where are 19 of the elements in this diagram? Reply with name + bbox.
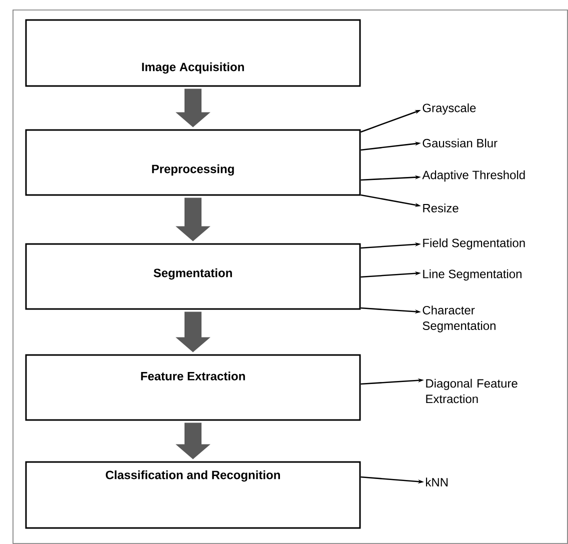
step-label: Resize: [423, 204, 458, 212]
process-box: [25, 461, 361, 529]
step-label: kNN: [426, 478, 448, 486]
step-label: Grayscale: [422, 103, 476, 115]
process-box: [25, 354, 361, 421]
step-label: Line Segmentation: [423, 269, 522, 281]
process-box: [25, 19, 361, 87]
box-label: Segmentation: [154, 268, 232, 280]
process-box: [25, 129, 361, 196]
step-label: Adaptive Threshold: [422, 170, 525, 182]
step-label: Diagonal Feature Extraction: [426, 378, 518, 404]
box-label: Feature Extraction: [141, 372, 245, 380]
step-label: Character Segmentation: [422, 306, 496, 332]
box-label: Preprocessing: [152, 164, 234, 176]
process-box: [25, 243, 361, 310]
box-label: Image Acquisition: [142, 62, 244, 74]
step-label: Field Segmentation: [423, 238, 525, 250]
step-label: Gaussian Blur: [422, 138, 498, 148]
box-label: Classification and Recognition: [106, 470, 280, 482]
